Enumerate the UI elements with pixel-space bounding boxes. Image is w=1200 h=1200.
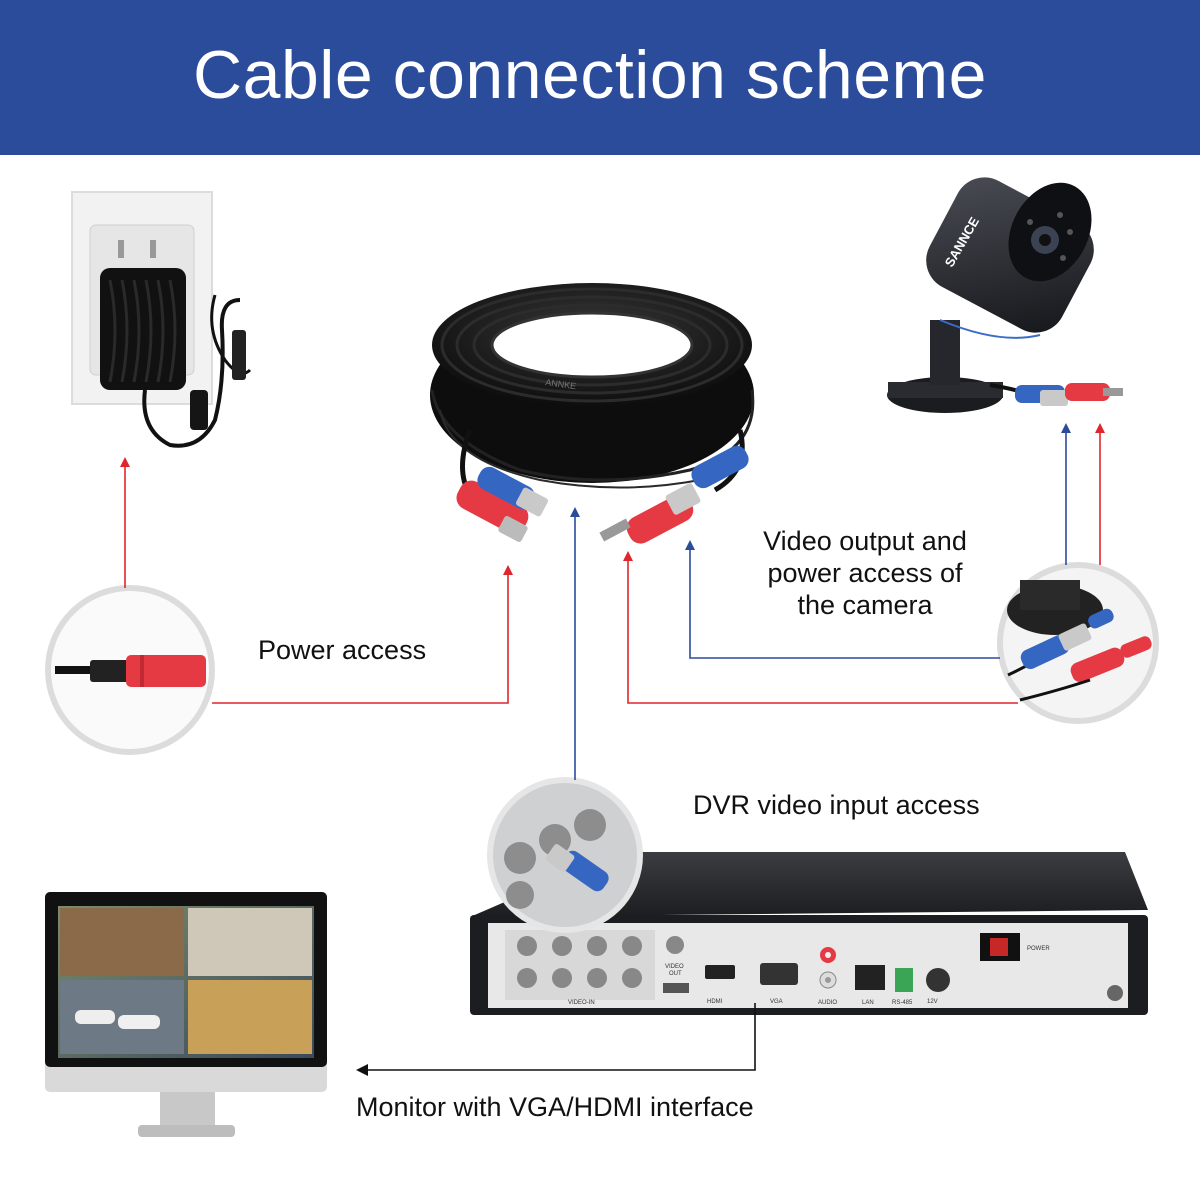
monitor-arrow bbox=[356, 1003, 756, 1076]
rs485-label: RS-485 bbox=[892, 1000, 913, 1006]
monitor-image bbox=[45, 892, 327, 1137]
power-adapter-image bbox=[71, 191, 252, 448]
power-switch-label: POWER bbox=[1027, 946, 1050, 952]
power-plug-detail bbox=[45, 585, 215, 755]
video-in-label: VIDEO-IN bbox=[568, 1000, 595, 1006]
power-in-label: 12V bbox=[927, 999, 938, 1005]
cable-print: ANNKE bbox=[545, 377, 577, 391]
page-title: Cable connection scheme bbox=[193, 37, 987, 113]
dvr-input-detail bbox=[487, 777, 643, 933]
power-access-label: Power access bbox=[258, 635, 427, 665]
camera-connector-detail bbox=[997, 562, 1159, 724]
video-out-label-1: VIDEO bbox=[665, 964, 684, 970]
camera-video-arrow bbox=[685, 540, 1000, 659]
title-banner: Cable connection scheme bbox=[0, 0, 1200, 155]
lan-label: LAN bbox=[862, 1000, 874, 1006]
dvr-input-label: DVR video input access bbox=[693, 790, 980, 820]
audio-label: AUDIO bbox=[818, 1000, 837, 1006]
camera-power-arrow bbox=[623, 551, 1018, 704]
video-output-label-line2: power access of bbox=[767, 558, 963, 588]
bullet-camera-image: SANNCE bbox=[887, 177, 1123, 413]
hdmi-label: HDMI bbox=[707, 999, 723, 1005]
video-output-label-line3: the camera bbox=[797, 590, 933, 620]
video-in-ports: VIDEO-IN bbox=[505, 930, 655, 1006]
video-output-label-line1: Video output and bbox=[763, 526, 967, 556]
monitor-interface-label: Monitor with VGA/HDMI interface bbox=[356, 1092, 754, 1122]
video-out-label-2: OUT bbox=[669, 971, 682, 977]
bnc-cable-coil-image: ANNKE bbox=[430, 283, 755, 544]
power-access-arrow bbox=[212, 565, 513, 704]
vga-label: VGA bbox=[770, 999, 783, 1005]
